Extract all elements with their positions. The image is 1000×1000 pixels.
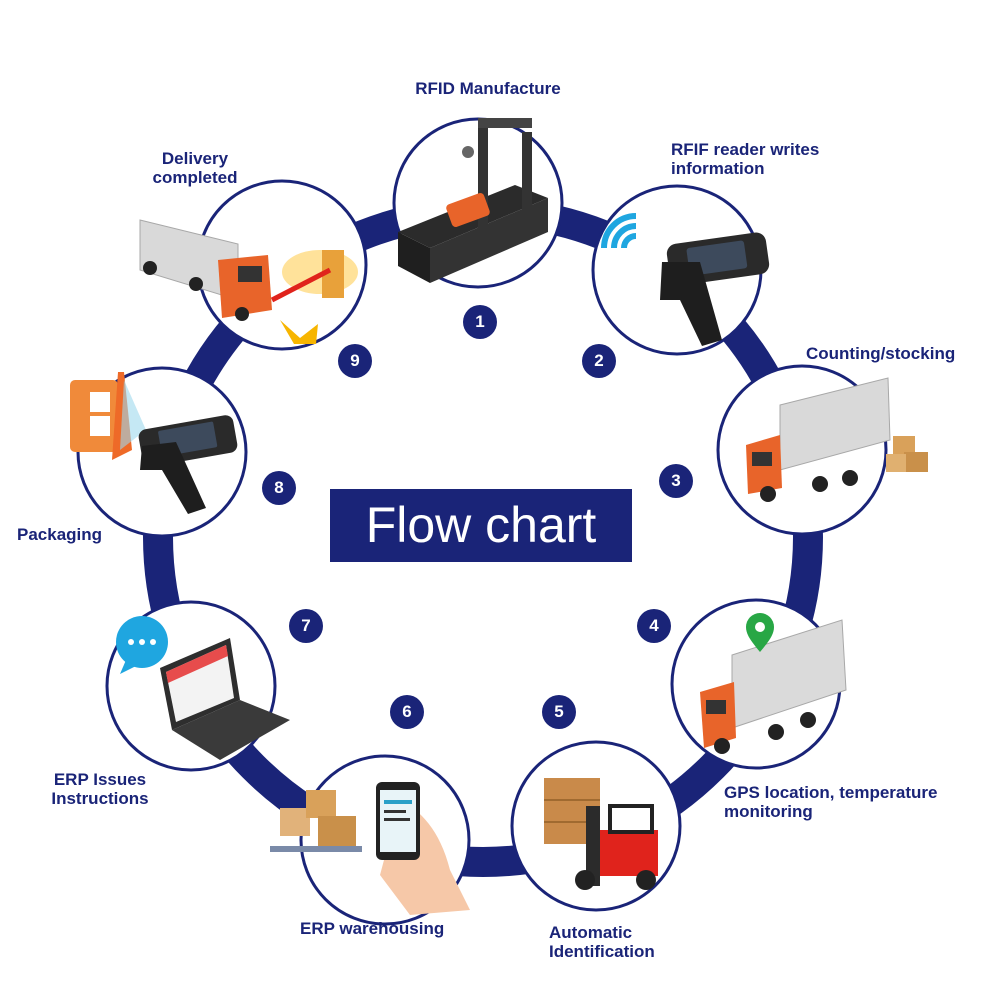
step-6-label: ERP warehousing — [300, 919, 445, 938]
truck-gps-pin-icon — [700, 613, 847, 754]
smartphone-boxes-icon — [270, 782, 470, 915]
step-5-circle — [510, 740, 682, 912]
step-3-circle — [716, 364, 928, 536]
step-8-circle — [70, 366, 248, 538]
truck-with-boxes-icon — [746, 377, 928, 502]
step-8-number: 8 — [262, 471, 296, 505]
handheld-rfid-reader-icon — [601, 213, 770, 346]
step-3-label: Counting/stocking — [806, 344, 956, 363]
step-5-label: Automatic Identification — [549, 923, 655, 961]
truck-gate-icon — [139, 219, 358, 344]
step-9-number: 9 — [338, 344, 372, 378]
step-4-number: 4 — [637, 609, 671, 643]
diagram-title: Flow chart — [330, 489, 632, 562]
step-9-label: Delivery completed — [152, 149, 238, 187]
step-2-circle — [591, 184, 770, 356]
step-1-number: 1 — [463, 305, 497, 339]
conveyor-belt-icon — [398, 118, 548, 283]
step-5-number: 5 — [542, 695, 576, 729]
laptop-chat-icon — [116, 616, 290, 760]
forklift-icon — [544, 778, 658, 890]
step-1-circle — [392, 117, 564, 289]
step-4-circle — [670, 598, 847, 770]
step-8-label: Packaging — [17, 525, 103, 544]
step-3-number: 3 — [659, 464, 693, 498]
step-7-label: ERP Issues Instructions — [51, 770, 149, 808]
step-7-number: 7 — [289, 609, 323, 643]
step-1-label: RFID Manufacture — [415, 79, 561, 98]
step-6-number: 6 — [390, 695, 424, 729]
scanner-tag-icon — [70, 372, 238, 514]
step-7-circle — [105, 600, 290, 772]
step-9-circle — [139, 179, 368, 351]
step-2-number: 2 — [582, 344, 616, 378]
step-4-label: GPS location, temperature monitoring — [724, 783, 938, 821]
step-6-circle — [270, 754, 471, 926]
step-2-label: RFIF reader writes information — [671, 140, 820, 178]
